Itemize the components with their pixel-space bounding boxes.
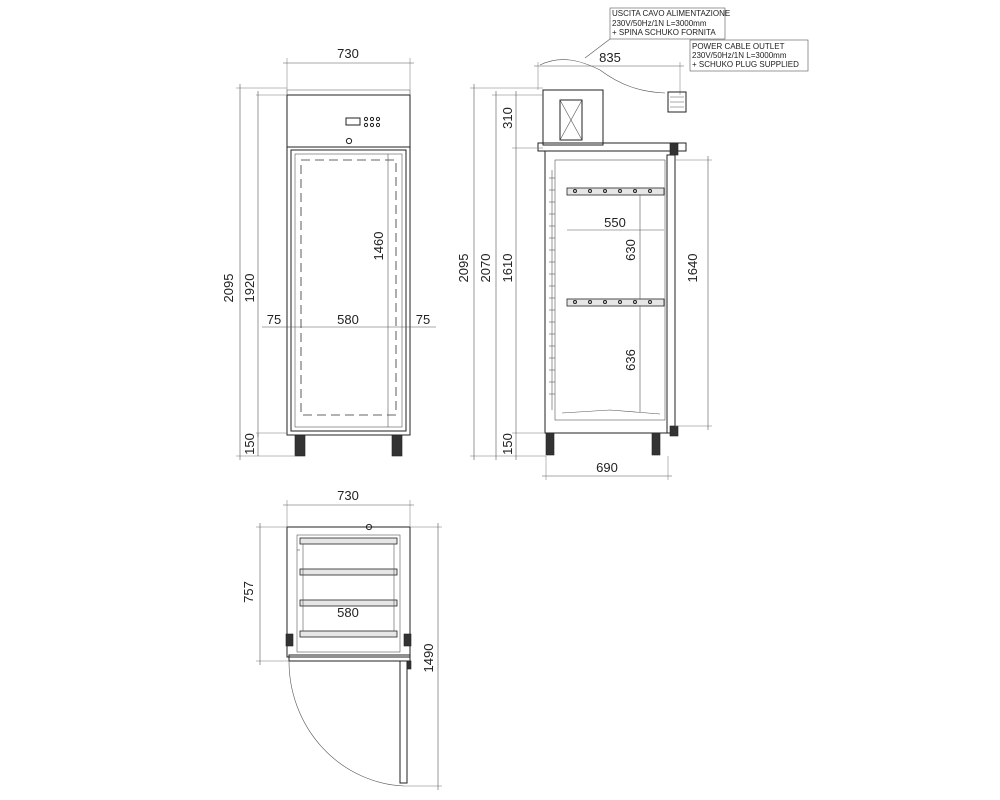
- side-door: [666, 154, 676, 434]
- side-view: USCITA CAVO ALIMENTAZIONE 230V/50Hz/1N L…: [456, 7, 809, 480]
- side-foot-left: [545, 432, 555, 456]
- top-width-label: 730: [337, 488, 359, 503]
- door-swing-arc: [288, 660, 405, 787]
- top-view: 730 757 580 1490: [241, 488, 442, 790]
- door-glass-dashed: [300, 159, 397, 416]
- top-hinge-right: [403, 633, 412, 647]
- side-upper-gap-label: 630: [623, 239, 638, 261]
- front-width-label: 730: [337, 46, 359, 61]
- side-door-height-label: 1640: [685, 254, 700, 283]
- top-depth-label: 757: [241, 581, 256, 603]
- side-hinge-bottom: [669, 425, 679, 437]
- front-foot-left: [294, 434, 306, 457]
- front-view: 730 2095 1920 150 1460 75 580 75: [221, 46, 436, 460]
- svg-text:POWER CABLE OUTLET: POWER CABLE OUTLET: [692, 42, 785, 51]
- control-buttons: [363, 116, 381, 128]
- top-door-open: [399, 660, 408, 784]
- compressor-unit: [542, 89, 604, 146]
- side-base-depth-label: 690: [596, 460, 618, 475]
- side-inner-cavity: [554, 159, 666, 421]
- top-hinge-left: [285, 633, 294, 647]
- front-foot-height-label: 150: [242, 433, 257, 455]
- front-foot-right: [391, 434, 403, 457]
- side-foot-right: [651, 432, 661, 456]
- svg-text:+ SCHUKO PLUG SUPPLIED: + SCHUKO PLUG SUPPLIED: [692, 60, 799, 69]
- upper-shelf: [566, 187, 665, 196]
- top-door-closed: [288, 654, 411, 662]
- top-plate: [537, 142, 687, 152]
- front-total-height-label: 2095: [221, 274, 236, 303]
- leader-line: [584, 38, 611, 59]
- side-height-label: 2070: [478, 254, 493, 283]
- svg-text:+ SPINA SCHUKO FORNITA: + SPINA SCHUKO FORNITA: [612, 28, 716, 37]
- front-cabinet-outline: [286, 94, 411, 436]
- top-grille: [667, 91, 687, 113]
- top-cabinet-outline: [286, 526, 411, 658]
- side-top-unit-label: 310: [500, 107, 515, 129]
- svg-text:230V/50Hz/1N L=3000mm: 230V/50Hz/1N L=3000mm: [692, 51, 787, 60]
- top-door-open-label: 1490: [421, 644, 436, 673]
- side-shelf-width-label: 550: [604, 215, 626, 230]
- cable-note-en: POWER CABLE OUTLET 230V/50Hz/1N L=3000mm…: [689, 39, 809, 72]
- control-display: [345, 117, 361, 126]
- side-rails: [549, 170, 555, 410]
- side-depth-label: 835: [599, 50, 621, 65]
- front-right-margin-label: 75: [416, 312, 430, 327]
- side-foot-height-label: 150: [500, 433, 515, 455]
- side-lower-gap-label: 636: [623, 349, 638, 371]
- svg-text:230V/50Hz/1N L=3000mm: 230V/50Hz/1N L=3000mm: [612, 19, 707, 28]
- side-hinge-top: [669, 142, 679, 156]
- front-door: [290, 149, 407, 432]
- lower-shelf: [566, 298, 665, 307]
- svg-text:USCITA CAVO ALIMENTAZIONE: USCITA CAVO ALIMENTAZIONE: [612, 9, 730, 18]
- side-total-height-label: 2095: [456, 254, 471, 283]
- top-inner-cavity: [296, 534, 401, 653]
- top-cable-hole: [365, 523, 373, 531]
- bottom-tray: [561, 409, 661, 415]
- power-cable: [539, 59, 666, 94]
- front-top-cap: [286, 89, 411, 95]
- top-inner-width-label: 580: [337, 605, 359, 620]
- front-body-height-label: 1920: [242, 274, 257, 303]
- front-door-height-label: 1460: [371, 232, 386, 261]
- lock-icon: [345, 137, 353, 145]
- cable-note-it: USCITA CAVO ALIMENTAZIONE 230V/50Hz/1N L…: [609, 7, 730, 40]
- top-handle: [406, 660, 412, 670]
- door-gasket: [294, 153, 403, 428]
- side-inner-height-label: 1610: [500, 254, 515, 283]
- compressor-box: [559, 99, 583, 141]
- top-shelves: [297, 537, 398, 638]
- front-inner-width-label: 580: [337, 312, 359, 327]
- front-control-panel: [286, 94, 411, 148]
- front-left-margin-label: 75: [267, 312, 281, 327]
